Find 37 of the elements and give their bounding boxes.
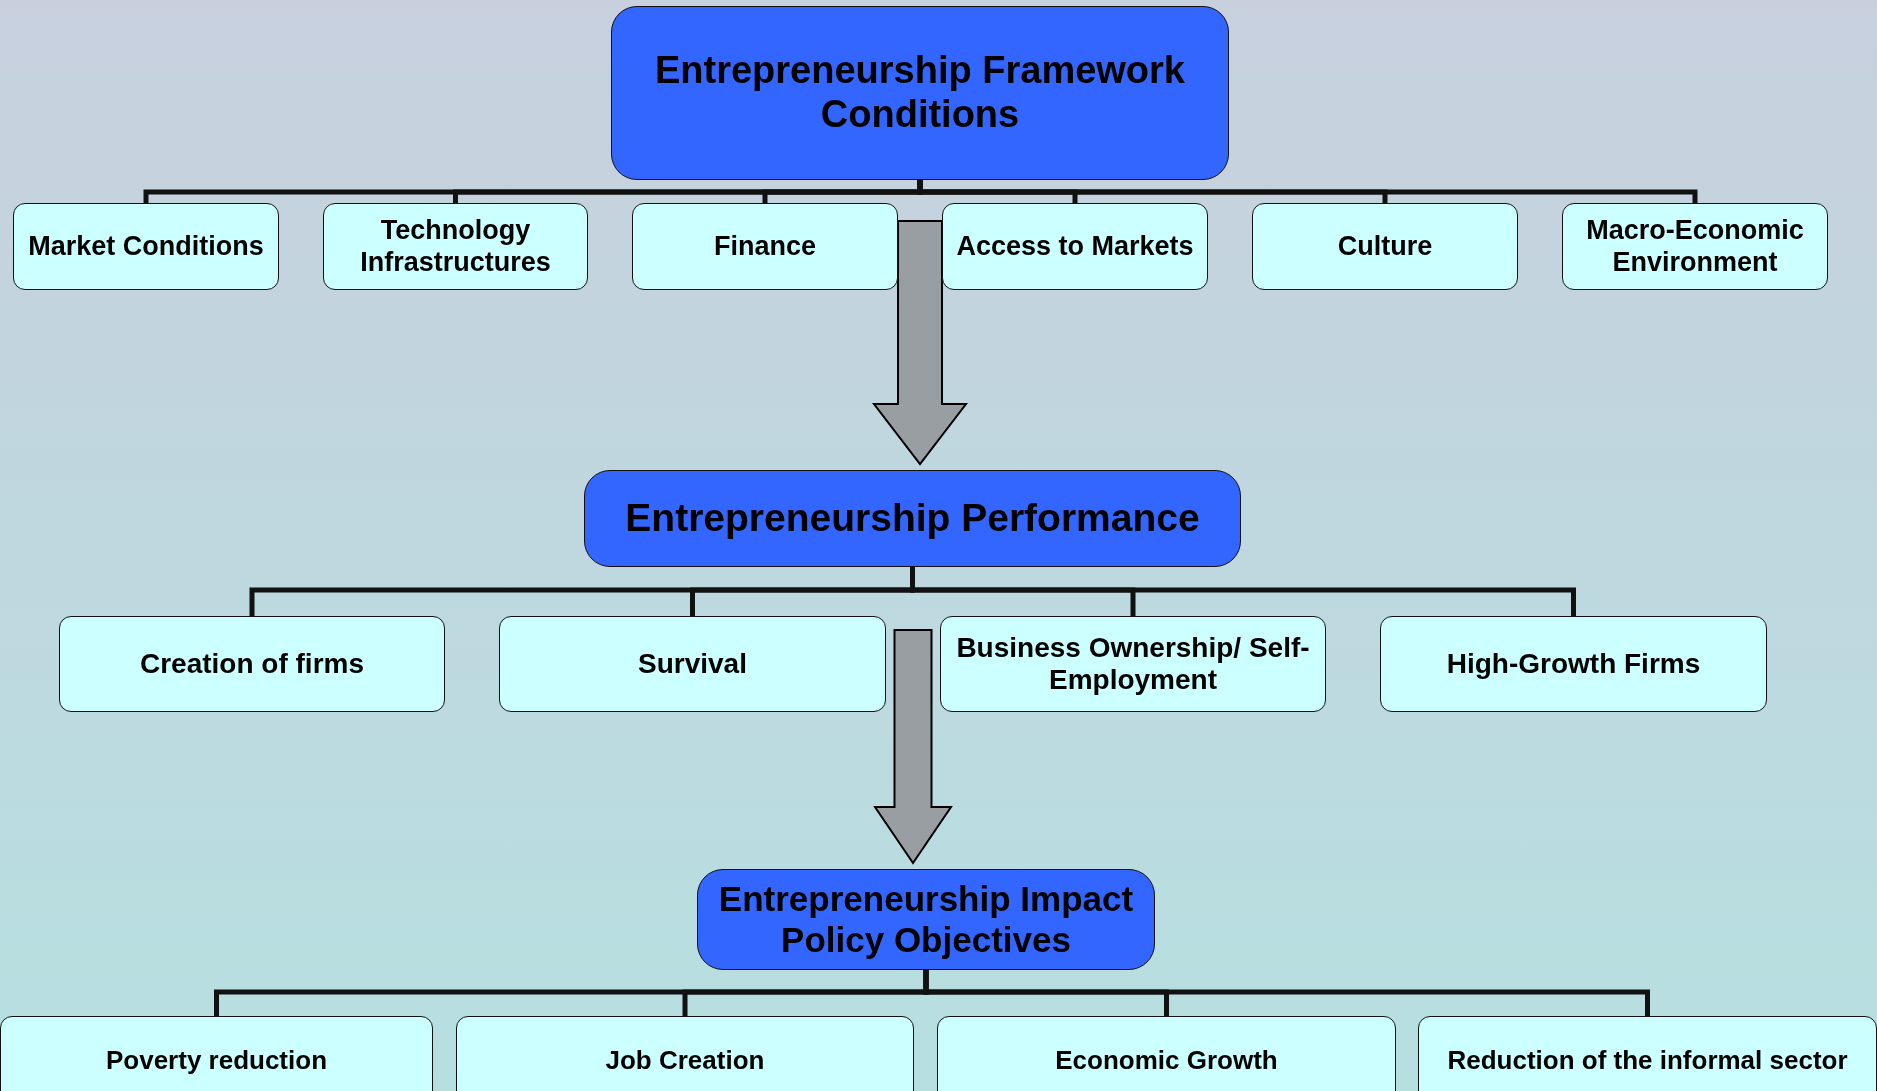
heading-box	[697, 869, 1155, 970]
item-box	[1380, 616, 1767, 712]
box-label: Reduction of the informal sector	[1447, 1046, 1848, 1076]
item-box	[59, 616, 445, 712]
item-box	[937, 1016, 1396, 1091]
item-box	[1418, 1016, 1877, 1091]
block-arrow	[873, 629, 953, 865]
item-box	[940, 616, 1326, 712]
item-box	[0, 1016, 433, 1091]
box-label: Market Conditions	[28, 230, 264, 262]
item-box	[1252, 203, 1518, 290]
box-label: Job Creation	[605, 1046, 765, 1076]
box-label: High-Growth Firms	[1446, 647, 1701, 681]
box-label: Access to Markets	[956, 230, 1194, 262]
item-box	[456, 1016, 914, 1091]
box-label: Entrepreneurship Impact Policy Objectives	[717, 879, 1135, 960]
box-label: Finance	[714, 230, 816, 262]
box-label: Survival	[638, 647, 747, 681]
item-box	[13, 203, 279, 290]
box-label: Macro-Economic Environment	[1585, 215, 1805, 278]
box-label: Economic Growth	[1055, 1046, 1278, 1076]
box-label: Business Ownership/ Self-Employment	[955, 631, 1311, 697]
box-label: Entrepreneurship Performance	[625, 496, 1200, 541]
item-box	[942, 203, 1208, 290]
item-box	[499, 616, 886, 712]
box-label: Poverty reduction	[105, 1046, 328, 1076]
item-box	[1562, 203, 1828, 290]
connector-line	[923, 970, 1650, 1016]
box-label: Technology Infrastructures	[359, 215, 552, 278]
box-label: Culture	[1337, 230, 1433, 262]
heading-box	[611, 6, 1229, 180]
box-label: Entrepreneurship Framework Conditions	[653, 49, 1186, 137]
heading-box	[584, 470, 1241, 567]
item-box	[323, 203, 588, 290]
box-label: Creation of firms	[140, 647, 364, 681]
item-box	[632, 203, 898, 290]
block-arrow	[871, 220, 969, 466]
